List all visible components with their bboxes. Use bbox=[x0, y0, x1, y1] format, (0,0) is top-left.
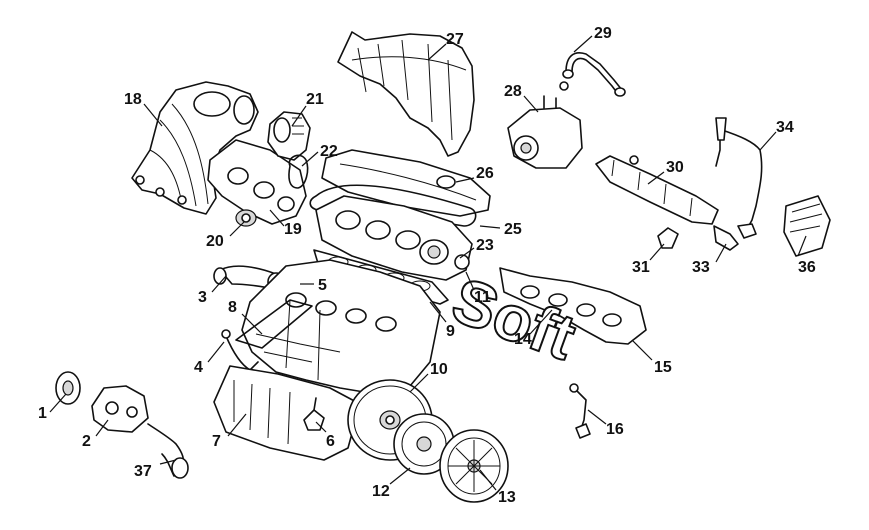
callout-21: 21 bbox=[306, 91, 324, 108]
callout-19: 19 bbox=[284, 221, 302, 238]
pressure-sensor bbox=[657, 227, 679, 249]
callout-23: 23 bbox=[476, 237, 494, 254]
callout-34: 34 bbox=[776, 119, 794, 136]
callout-3: 3 bbox=[198, 289, 207, 306]
callout-33: 33 bbox=[692, 259, 710, 276]
callout-22: 22 bbox=[320, 143, 338, 160]
fuel-rail bbox=[595, 155, 719, 225]
knock-sensor-harness bbox=[715, 117, 763, 239]
callout-12: 12 bbox=[372, 483, 390, 500]
callout-26: 26 bbox=[476, 165, 494, 182]
fuel-pump bbox=[507, 81, 583, 169]
cylinder-head bbox=[315, 195, 473, 281]
callout-25: 25 bbox=[504, 221, 522, 238]
callout-2: 2 bbox=[82, 433, 91, 450]
fuel-injector bbox=[713, 225, 739, 251]
fuel-line bbox=[562, 52, 626, 97]
oil-pump bbox=[91, 385, 149, 433]
throttle-motor bbox=[267, 111, 311, 161]
callout-18: 18 bbox=[124, 91, 142, 108]
clutch-disc bbox=[393, 413, 455, 475]
callout-9: 9 bbox=[446, 323, 455, 340]
oil-pickup-pipe bbox=[147, 423, 189, 479]
callout-29: 29 bbox=[594, 25, 612, 42]
timing-belt-cover bbox=[337, 31, 475, 157]
callout-11: 11 bbox=[474, 289, 491, 306]
callout-15: 15 bbox=[654, 359, 672, 376]
valve-cover bbox=[321, 149, 491, 217]
callout-7: 7 bbox=[212, 433, 221, 450]
callout-13: 13 bbox=[498, 489, 516, 506]
callout-27: 27 bbox=[446, 31, 464, 48]
callout-37: 37 bbox=[134, 463, 152, 480]
callout-5: 5 bbox=[318, 277, 327, 294]
callout-10: 10 bbox=[430, 361, 448, 378]
callout-36: 36 bbox=[798, 259, 816, 276]
callout-31: 31 bbox=[632, 259, 650, 276]
oxygen-sensor bbox=[569, 383, 591, 439]
throttle-gasket bbox=[288, 154, 309, 189]
control-module bbox=[783, 195, 831, 257]
leader-lines bbox=[49, 35, 807, 491]
callout-30: 30 bbox=[666, 159, 684, 176]
callout-6: 6 bbox=[326, 433, 335, 450]
throttle-assembly bbox=[207, 139, 307, 227]
crankshaft-pulley bbox=[55, 371, 81, 405]
callout-4: 4 bbox=[194, 359, 203, 376]
exhaust-manifold bbox=[499, 267, 647, 345]
callout-1: 1 bbox=[38, 405, 47, 422]
callout-14: 14 bbox=[514, 331, 532, 348]
callout-8: 8 bbox=[228, 299, 237, 316]
callout-16: 16 bbox=[606, 421, 624, 438]
callout-20: 20 bbox=[206, 233, 224, 250]
intake-manifold bbox=[131, 81, 259, 215]
callout-28: 28 bbox=[504, 83, 522, 100]
